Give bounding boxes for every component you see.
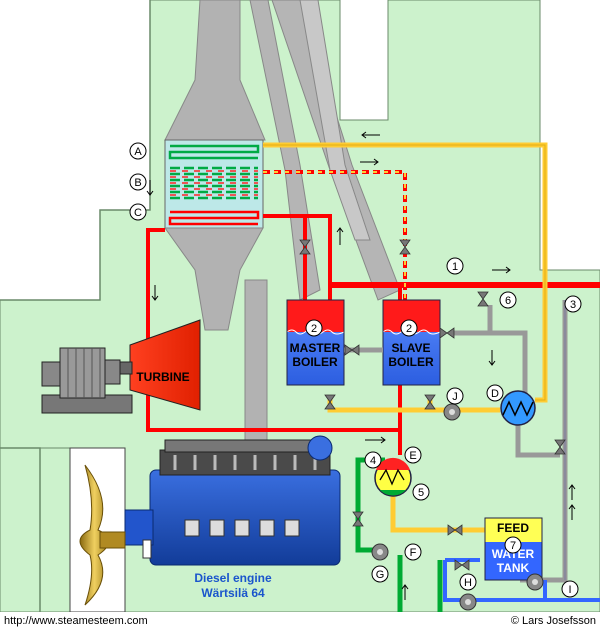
pump-i [526, 573, 544, 591]
svg-text:E: E [409, 450, 416, 462]
marker-3: 3 [564, 295, 582, 313]
engine-caption-1: Diesel engine [194, 571, 272, 585]
svg-text:7: 7 [510, 540, 516, 552]
svg-text:2: 2 [406, 323, 412, 335]
svg-text:H: H [464, 577, 472, 589]
hull-outline-left [0, 0, 151, 301]
marker-2-slave: 2 [400, 319, 418, 337]
generator [41, 347, 133, 414]
economizer-casing [164, 139, 264, 229]
feed-water-tank [484, 517, 543, 581]
steam-line-b-inner [263, 171, 406, 300]
marker-b: B [129, 173, 147, 191]
exhaust-downcomer [244, 279, 268, 441]
svg-text:2: 2 [311, 323, 317, 335]
marker-d: D [486, 384, 504, 402]
coil-c [168, 210, 260, 226]
svg-text:C: C [134, 207, 142, 219]
slave-boiler-label-2: BOILER [388, 355, 434, 369]
turbine-label: TURBINE [136, 370, 189, 384]
valves [299, 239, 566, 571]
footer-bar [0, 612, 600, 628]
feed-tank-label-3: TANK [497, 561, 530, 575]
svg-text:6: 6 [505, 295, 511, 307]
marker-5: 5 [412, 483, 430, 501]
svg-text:5: 5 [418, 487, 424, 499]
marker-c: C [129, 203, 147, 221]
marker-f: F [404, 543, 422, 561]
marker-2-master: 2 [305, 319, 323, 337]
pump-j [443, 403, 461, 421]
coil-b [170, 166, 258, 200]
exhaust-chimney [164, 0, 266, 141]
marker-4: 4 [364, 451, 382, 469]
economizer-lower-cone [164, 227, 264, 331]
marker-7: 7 [504, 536, 522, 554]
sea-water-line [443, 558, 600, 602]
marker-6: 6 [499, 291, 517, 309]
heater-e-coil [379, 468, 405, 486]
heater-e-top [376, 457, 410, 470]
stern-hull-line [0, 447, 41, 612]
pump-g [371, 543, 389, 561]
footer-copyright: © Lars Josefsson [511, 615, 596, 627]
svg-text:I: I [568, 584, 571, 596]
master-boiler-label-1: MASTER [290, 341, 341, 355]
diesel-engine [124, 435, 341, 566]
flow-arrows [146, 131, 576, 600]
propeller [79, 464, 126, 606]
marker-j: J [446, 387, 464, 405]
svg-text:F: F [410, 547, 417, 559]
svg-text:B: B [134, 177, 141, 189]
footer-url: http://www.steamesteem.com [4, 615, 148, 627]
feed-tank-label-2: WATER [492, 547, 535, 561]
marker-g: G [371, 565, 389, 583]
return-line-to-d [515, 420, 560, 458]
coil-a [168, 144, 260, 160]
master-boiler-label-2: BOILER [292, 355, 338, 369]
svg-text:G: G [376, 569, 385, 581]
svg-text:1: 1 [452, 261, 458, 273]
feed-line-top-outline [263, 144, 546, 401]
marker-1: 1 [446, 257, 464, 275]
svg-text:3: 3 [570, 299, 576, 311]
steam-line-to-master [263, 214, 332, 300]
heater-e-green [380, 490, 406, 496]
svg-text:A: A [134, 146, 142, 158]
marker-e: E [404, 446, 422, 464]
svg-text:D: D [491, 388, 499, 400]
marker-a: A [129, 142, 147, 160]
feed-tank-label-1: FEED [497, 521, 529, 535]
marker-h: H [459, 573, 477, 591]
marker-i: I [561, 580, 579, 598]
svg-text:J: J [452, 391, 458, 403]
turbine-body [129, 319, 201, 411]
engine-caption-2: Wärtsilä 64 [201, 586, 265, 600]
heat-exchanger-d-coil [502, 400, 534, 417]
svg-text:4: 4 [370, 455, 376, 467]
slave-boiler-label-1: SLAVE [391, 341, 430, 355]
pump-h [459, 593, 477, 611]
